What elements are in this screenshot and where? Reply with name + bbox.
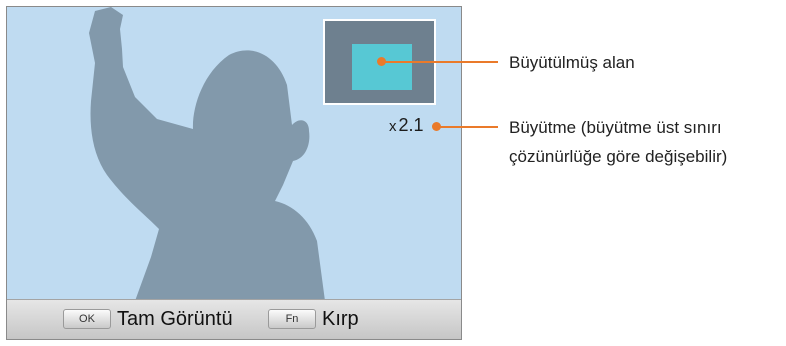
zoom-value: 2.1 — [398, 115, 424, 135]
magnified-area-callout-dot — [377, 57, 386, 66]
magnified-area-callout-line — [382, 61, 498, 63]
magnified-area-callout-text: Büyütülmüş alan — [509, 53, 635, 72]
camera-display: x 2.1 OK Tam Görüntü Fn Kırp — [6, 6, 462, 340]
zoom-readout: x 2.1 — [389, 115, 424, 136]
magnified-area-indicator — [352, 44, 412, 90]
zoom-callout-text-line1: Büyütme (büyütme üst sınırı — [509, 118, 722, 137]
fn-key-button[interactable]: Fn — [268, 309, 316, 329]
full-view-label: Tam Görüntü — [117, 308, 233, 330]
crop-label: Kırp — [322, 308, 359, 330]
zoom-callout-line — [437, 126, 498, 128]
bottom-action-bar: OK Tam Görüntü Fn Kırp — [7, 299, 461, 339]
zoom-prefix: x — [389, 118, 397, 135]
zoom-callout-text-line2: çözünürlüğe göre değişebilir) — [509, 147, 728, 166]
child-silhouette-image — [89, 7, 325, 301]
ok-key-button[interactable]: OK — [63, 309, 111, 329]
zoom-callout-dot — [432, 122, 441, 131]
